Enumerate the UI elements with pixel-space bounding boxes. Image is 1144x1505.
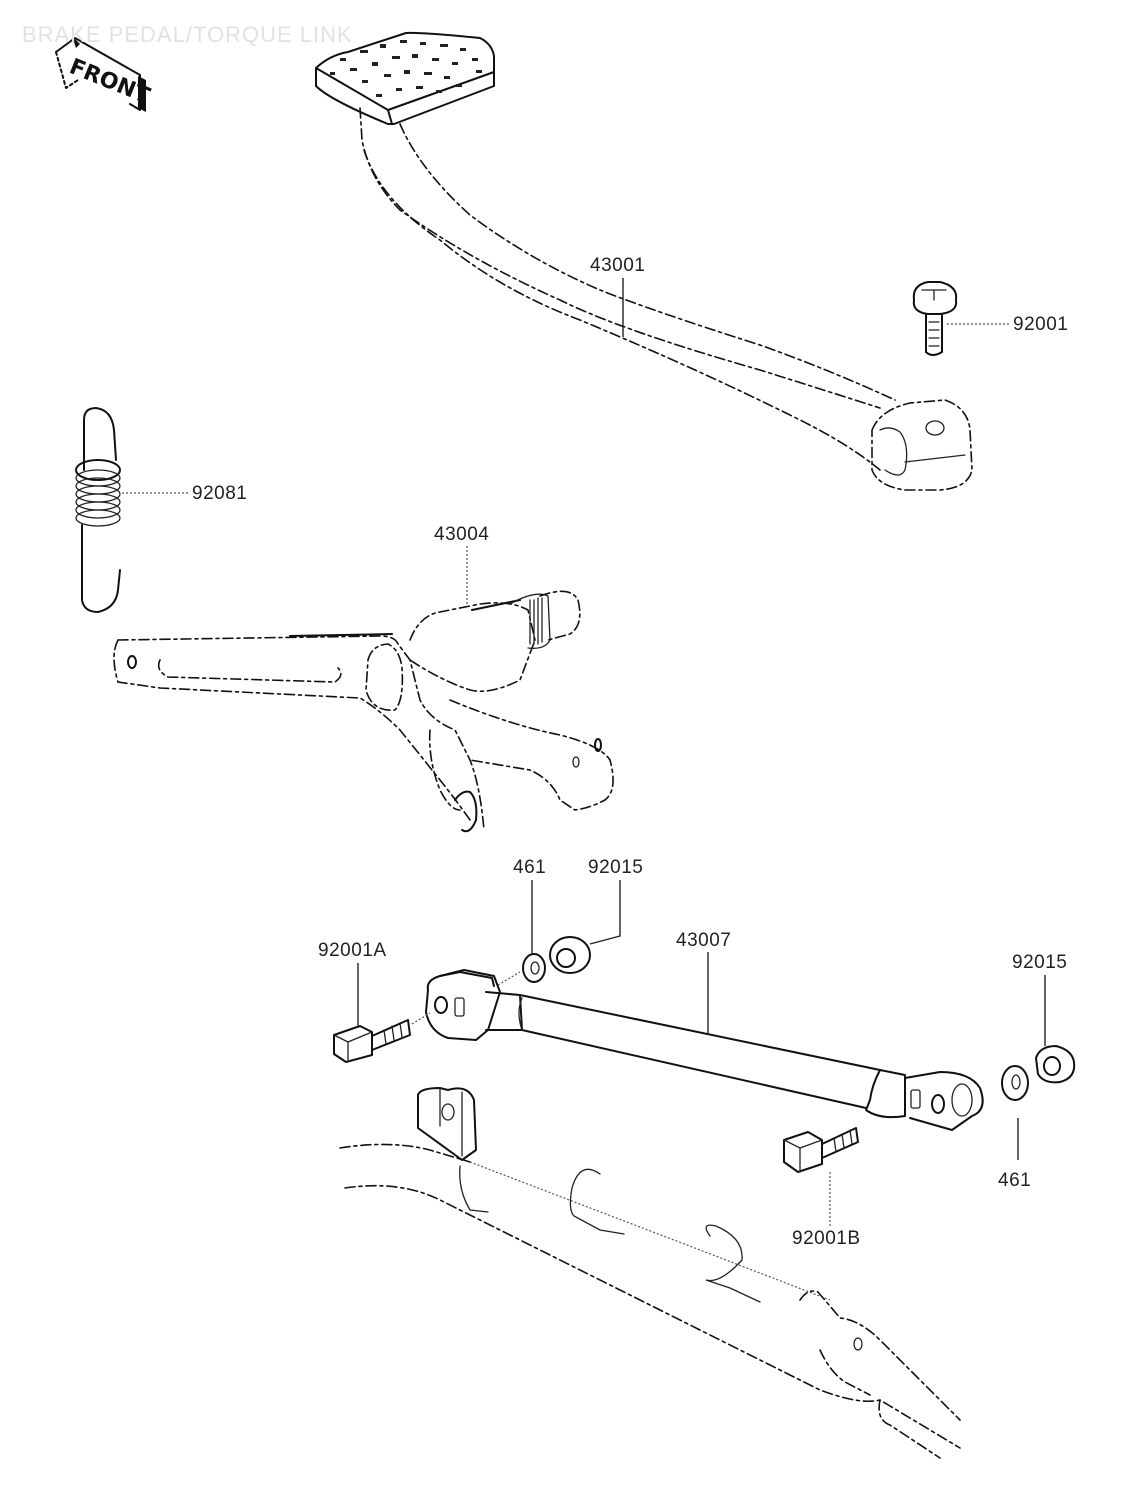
- part-label-92081: 92081: [192, 483, 248, 504]
- bolt-front: [333, 1019, 411, 1063]
- part-label-92015-rear: 92015: [1012, 952, 1068, 973]
- brake-lever: [113, 590, 614, 833]
- washer-rear: [1001, 1065, 1029, 1101]
- part-label-43007: 43007: [676, 930, 732, 951]
- part-label-92001: 92001: [1013, 314, 1069, 335]
- washer-front: [522, 953, 546, 983]
- part-label-92001b: 92001B: [792, 1228, 861, 1249]
- part-label-461-front: 461: [513, 857, 547, 878]
- part-label-461-rear: 461: [998, 1170, 1032, 1191]
- pedal-bolt: [912, 281, 958, 356]
- nut-front: [549, 936, 591, 974]
- nut-rear: [1035, 1045, 1076, 1084]
- torque-link: [425, 969, 984, 1131]
- part-label-92001a: 92001A: [318, 940, 387, 961]
- brake-pedal: [315, 31, 973, 491]
- return-spring: [75, 407, 121, 613]
- swingarm-frame: [339, 1087, 961, 1459]
- part-label-43004: 43004: [434, 524, 490, 545]
- bolt-rear: [783, 1127, 859, 1173]
- part-label-92015-front: 92015: [588, 857, 644, 878]
- diagram-title: BRAKE PEDAL/TORQUE LINK: [22, 22, 353, 47]
- front-marker-text: FRONT: [66, 54, 153, 109]
- part-label-43001: 43001: [590, 255, 646, 276]
